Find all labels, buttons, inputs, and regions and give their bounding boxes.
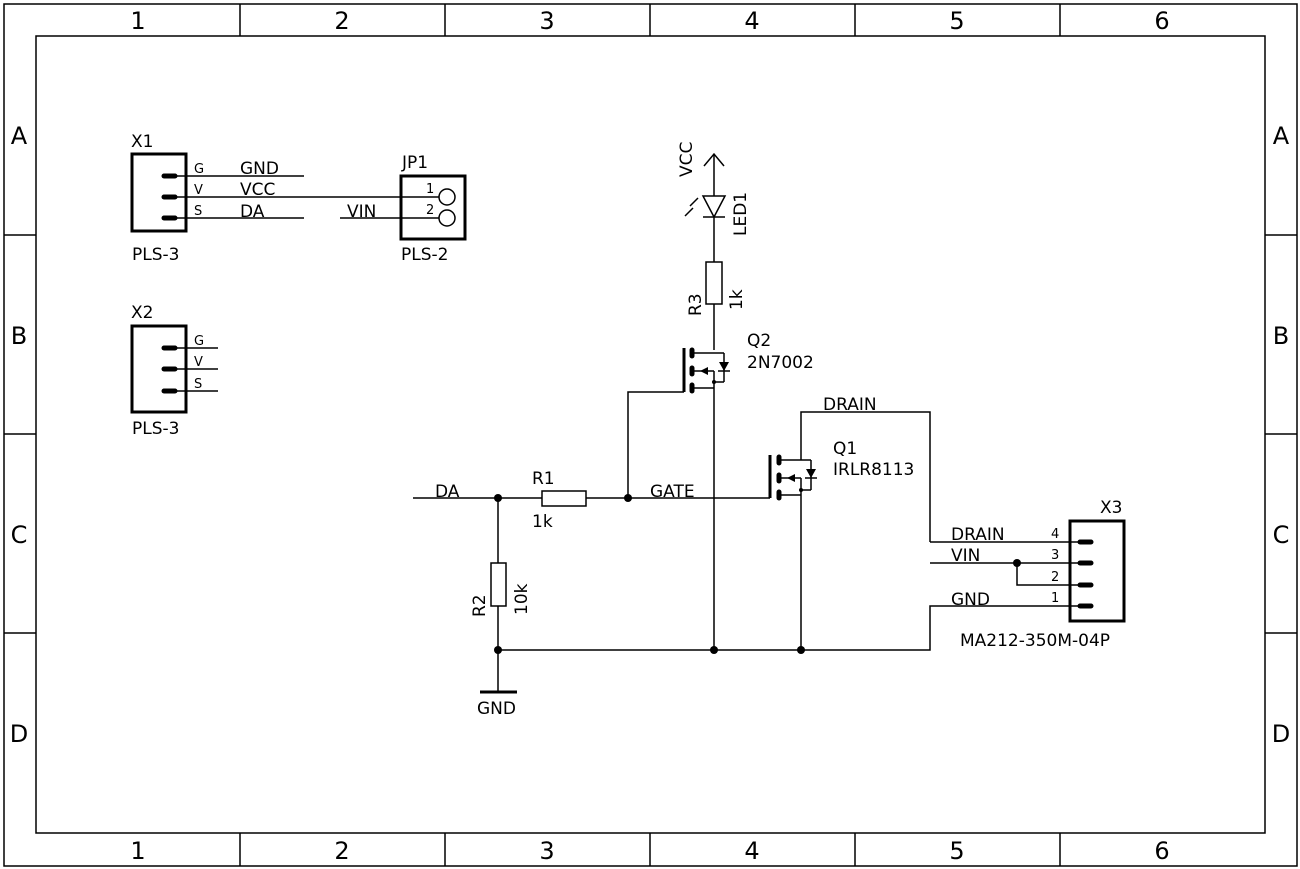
connector-x1: X1 G V S GND VCC DA PLS-3 (130, 132, 400, 265)
input-network: DA R1 1k GATE R2 10k GND (413, 469, 770, 719)
row-label-left-d: D (10, 720, 28, 748)
x2-pin-g: G (194, 334, 204, 349)
r2-value: 10k (512, 583, 532, 615)
net-da-label: DA (435, 482, 460, 502)
col-label-top-3: 3 (539, 7, 554, 35)
col-label-bottom-3: 3 (539, 837, 554, 865)
x2-pin-v: V (194, 355, 203, 370)
x1-ref: X1 (131, 132, 153, 152)
x3-pin-1: 1 (1051, 591, 1059, 606)
row-label-right-b: B (1273, 322, 1289, 350)
x3-net-vin: VIN (951, 546, 980, 566)
x1-pin-s: S (194, 204, 202, 219)
r3-value: 1k (727, 289, 747, 310)
col-label-bottom-2: 2 (334, 837, 349, 865)
col-label-top-5: 5 (949, 7, 964, 35)
net-drain-label: DRAIN (823, 395, 877, 415)
jumper-jp1: JP1 1 2 VIN PLS-2 (340, 153, 467, 265)
mosfet-q1: Q1 IRLR8113 DRAIN (768, 395, 931, 650)
x1-net-vcc: VCC (240, 180, 275, 200)
col-label-bottom-6: 6 (1154, 837, 1169, 865)
col-label-top-4: 4 (744, 7, 759, 35)
x3-pin-3: 3 (1051, 548, 1059, 563)
q1-ref: Q1 (833, 439, 857, 459)
col-label-bottom-4: 4 (744, 837, 759, 865)
col-label-top-6: 6 (1154, 7, 1169, 35)
x1-value: PLS-3 (132, 245, 179, 265)
r1-ref: R1 (532, 469, 555, 489)
mosfet-q2: Q2 2N7002 (627, 331, 814, 650)
row-label-left-b: B (11, 322, 27, 350)
q2-ref: Q2 (747, 331, 771, 351)
q1-value: IRLR8113 (833, 460, 914, 480)
x2-ref: X2 (131, 303, 153, 323)
col-label-top-2: 2 (334, 7, 349, 35)
r2-ref: R2 (470, 594, 490, 617)
row-label-left-c: C (11, 521, 28, 549)
x2-value: PLS-3 (132, 419, 179, 439)
x1-net-gnd: GND (240, 159, 279, 179)
col-label-bottom-1: 1 (130, 837, 145, 865)
drawing-frame: 1 2 3 4 5 6 1 2 3 4 5 6 A B C D A B C D (3, 3, 1298, 867)
led-branch: VCC LED1 R3 1k (677, 142, 751, 350)
row-label-right-d: D (1272, 720, 1290, 748)
x2-pin-s: S (194, 377, 202, 392)
row-label-right-a: A (1273, 122, 1290, 150)
led1-ref: LED1 (731, 192, 751, 236)
vcc-supply-label: VCC (677, 142, 697, 177)
r3-ref: R3 (686, 293, 706, 316)
x1-net-da: DA (240, 202, 265, 222)
col-label-bottom-5: 5 (949, 837, 964, 865)
x3-net-gnd: GND (951, 590, 990, 610)
row-label-left-a: A (11, 122, 28, 150)
r1-value: 1k (532, 512, 553, 532)
gnd-rail (494, 605, 1080, 654)
jp1-net-vin: VIN (347, 202, 376, 222)
x3-ref: X3 (1100, 498, 1122, 518)
x3-pin-4: 4 (1051, 527, 1059, 542)
row-label-right-c: C (1273, 521, 1290, 549)
connector-x3: X3 4 3 2 1 DRAIN VIN GND MA212-350M-04P (930, 498, 1126, 651)
x3-pin-2: 2 (1051, 570, 1059, 585)
col-label-top-1: 1 (130, 7, 145, 35)
gnd-symbol-label: GND (477, 699, 516, 719)
jp1-pin-1: 1 (426, 182, 434, 197)
x1-pin-v: V (194, 183, 203, 198)
jp1-ref: JP1 (401, 153, 428, 173)
x3-value: MA212-350M-04P (960, 631, 1110, 651)
x1-pin-g: G (194, 162, 204, 177)
jp1-pin-2: 2 (426, 203, 434, 218)
x3-net-drain: DRAIN (951, 525, 1005, 545)
net-gate-label: GATE (650, 482, 695, 502)
jp1-value: PLS-2 (401, 245, 448, 265)
q2-value: 2N7002 (747, 353, 814, 373)
connector-x2: X2 G V S PLS-3 (130, 303, 218, 439)
